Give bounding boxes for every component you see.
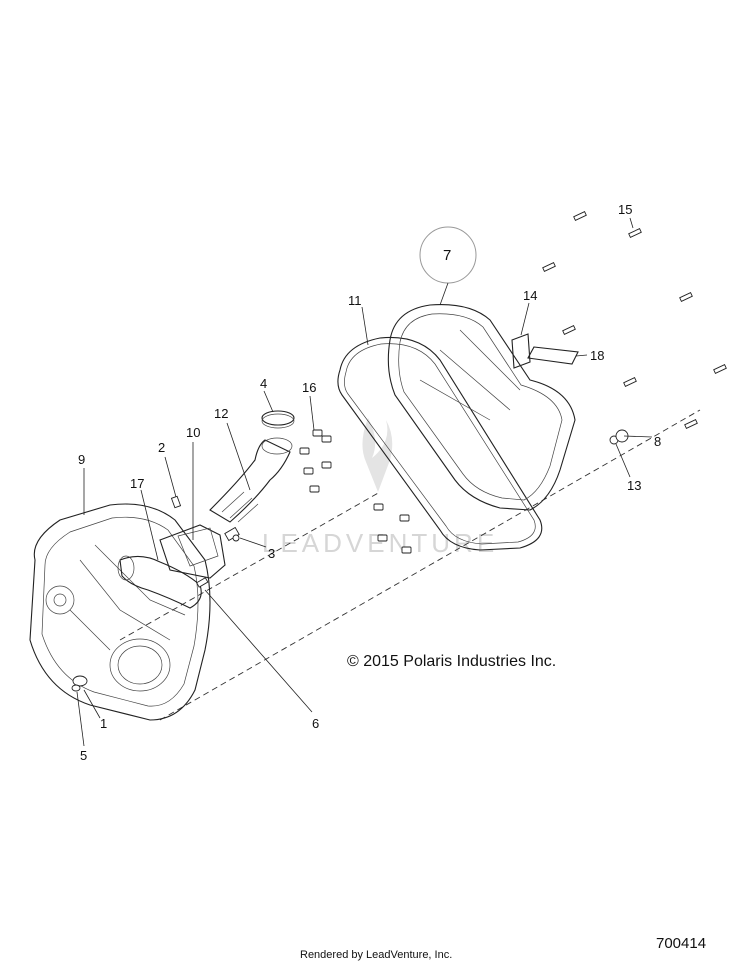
axis-line-upper [119,491,381,641]
watermark-flame-icon [362,418,393,492]
watermark-text: LEADVENTURE [262,528,498,558]
callout-12: 12 [214,406,228,421]
callout-15: 15 [618,202,632,217]
callout-labels: 1 2 3 4 5 6 7 8 9 10 11 12 13 14 15 16 1… [78,202,661,763]
callout-8: 8 [654,434,661,449]
callout-10: 10 [186,425,200,440]
cover-seal-part [337,336,543,551]
cover-screw-part [196,577,209,588]
callout-5: 5 [80,748,87,763]
callout-7: 7 [443,247,451,264]
callout-17: 17 [130,476,144,491]
intake-hose-part [209,437,293,523]
callout-9: 9 [78,452,85,467]
axis-line-lower [159,409,701,721]
outer-clutch-cover-part [387,304,576,511]
warning-label-part [527,346,579,365]
hose-clamp-part [261,410,295,429]
screw-part [170,495,182,509]
callout-3: 3 [268,546,275,561]
callout-18: 18 [590,348,604,363]
duct-adapter-part [159,524,226,579]
callout-13: 13 [627,478,641,493]
drain-plug-part [609,429,629,445]
drawing-number: 700414 [656,935,706,952]
cover-bolts [542,211,727,429]
inner-clutch-cover-part [29,503,211,721]
copyright-text: © 2015 Polaris Industries Inc. [347,653,556,670]
callout-2: 2 [158,440,165,455]
callout-16: 16 [302,380,316,395]
inner-cover-bolts [299,429,412,554]
callout-14: 14 [523,288,537,303]
assembly-axis-lines [119,409,701,721]
leader-lines [76,217,653,747]
watermark: LEADVENTURE [262,418,498,558]
callout-1: 1 [100,716,107,731]
callout-11: 11 [348,293,362,308]
footer-text: Rendered by LeadVenture, Inc. [300,949,452,961]
air-duct-part [117,555,202,609]
callout-6: 6 [312,716,319,731]
callout-4: 4 [260,376,267,391]
fitting-part [224,526,240,542]
decal-part [511,333,531,369]
plug-part [71,675,88,692]
